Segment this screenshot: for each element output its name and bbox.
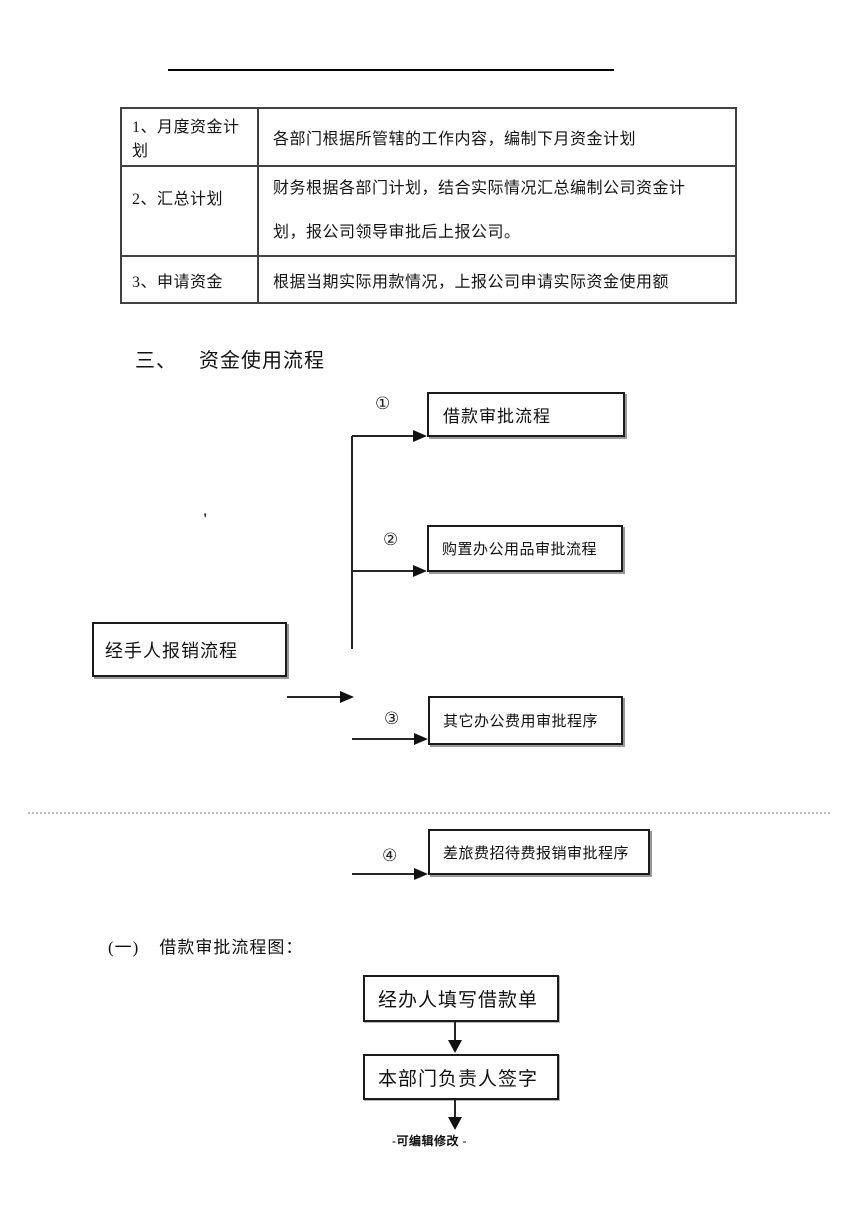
table-cell-label: 1、月度资金计划 [120,107,259,167]
flow-box-other-office-expense: 其它办公费用审批程序 [428,696,623,745]
arrowhead-down-b [448,1117,462,1130]
flow-box-fill-borrow-form: 经办人填写借款单 [363,975,559,1022]
stray-tick-mark: ' [203,511,208,528]
section-number: 三、 [135,350,177,372]
fund-plan-table: 1、月度资金计划 各部门根据所管辖的工作内容，编制下月资金计划 2、汇总计划 财… [120,107,737,304]
footer-editable-note: -可编辑修改 - [392,1134,467,1148]
arrowhead-right-2 [413,565,427,577]
flow-box-borrow-approval: 借款审批流程 [427,392,625,437]
arrowhead-right-source [340,691,354,703]
connector-line-3 [352,738,416,740]
branch-number-4: ④ [382,846,398,865]
flow-box-travel-entertain-expense: 差旅费招待费报销审批程序 [428,829,650,875]
connector-vertical-line [351,436,353,649]
section-title: 资金使用流程 [199,350,325,372]
connector-line-source [287,696,341,698]
table-cell-desc: 各部门根据所管辖的工作内容，编制下月资金计划 [257,107,737,167]
table-row: 3、申请资金 根据当期实际用款情况，上报公司申请实际资金使用额 [120,255,737,304]
connector-line-4 [352,873,416,875]
connector-line-1 [352,435,414,437]
section-heading: 三、资金使用流程 [135,344,325,373]
connector-vertical-b [454,1100,456,1119]
page-break-dotted-line [28,812,830,814]
connector-vertical-a [454,1022,456,1042]
flow-box-dept-head-sign: 本部门负责人签字 [363,1054,559,1100]
connector-line-2 [352,570,414,572]
sub-section-heading: (一) 借款审批流程图： [108,933,303,958]
branch-number-1: ① [375,394,391,413]
arrowhead-right-4 [414,868,428,880]
top-horizontal-rule [168,69,614,71]
table-cell-desc: 根据当期实际用款情况，上报公司申请实际资金使用额 [257,255,737,304]
flow-box-office-supplies: 购置办公用品审批流程 [427,525,623,572]
desc-line: 划，报公司领导审批后上报公司。 [273,224,521,241]
branch-number-2: ② [383,530,399,549]
table-row: 1、月度资金计划 各部门根据所管辖的工作内容，编制下月资金计划 [120,107,737,167]
sub-section-title: 借款审批流程图： [159,938,304,957]
table-cell-label: 2、汇总计划 [120,165,259,257]
table-row: 2、汇总计划 财务根据各部门计划，结合实际情况汇总编制公司资金计 划，报公司领导… [120,165,737,257]
arrowhead-right-1 [413,430,427,442]
branch-number-3: ③ [384,709,400,728]
table-cell-desc: 财务根据各部门计划，结合实际情况汇总编制公司资金计 划，报公司领导审批后上报公司… [257,165,737,257]
flow-box-handler-reimburse: 经手人报销流程 [92,622,287,677]
desc-line: 财务根据各部门计划，结合实际情况汇总编制公司资金计 [273,180,686,197]
table-cell-label: 3、申请资金 [120,255,259,304]
arrowhead-down-a [448,1040,462,1053]
sub-section-number: (一) [108,938,140,957]
arrowhead-right-3 [414,733,428,745]
